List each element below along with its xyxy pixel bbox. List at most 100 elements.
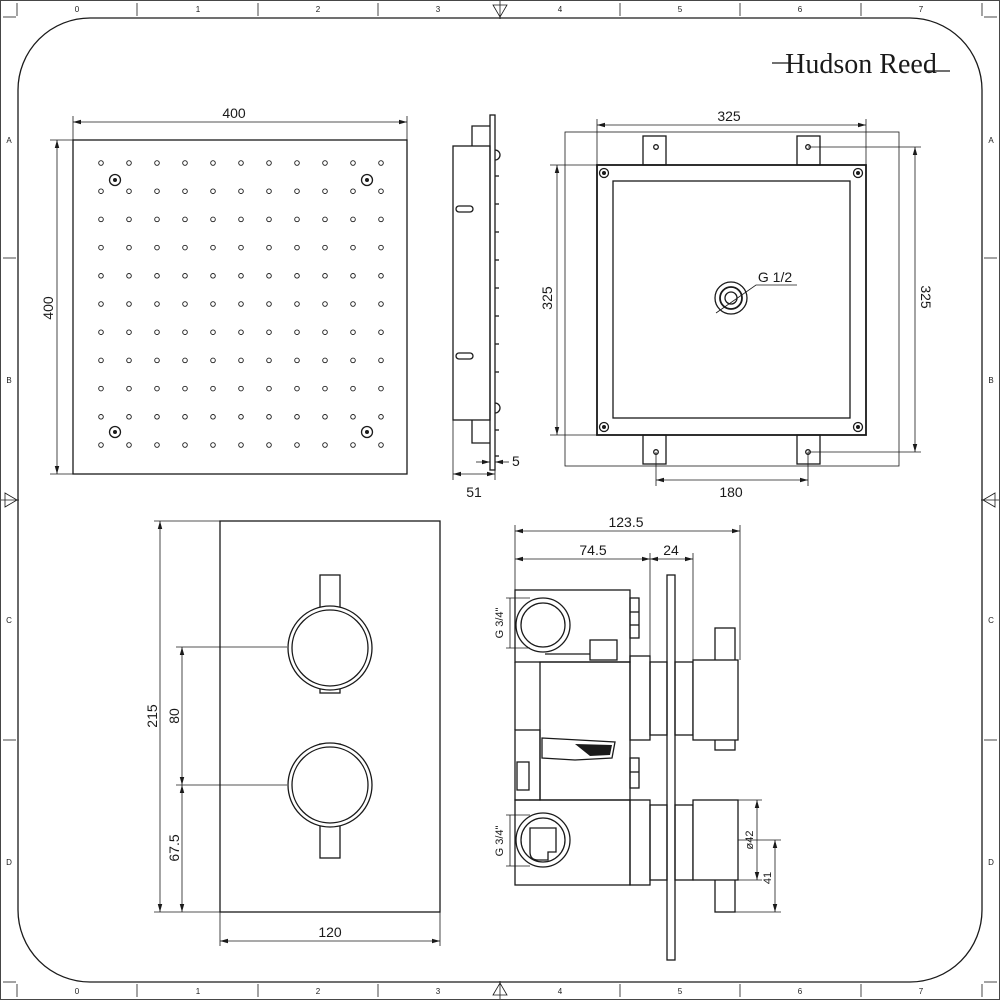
screw-icon bbox=[108, 425, 122, 439]
nozzle-dot bbox=[294, 357, 300, 364]
nozzle-dot bbox=[182, 273, 188, 279]
nozzle-dot bbox=[350, 160, 356, 166]
inlet-outer bbox=[515, 812, 571, 868]
inlet-label: G 1/2 bbox=[758, 269, 792, 285]
nozzle-dot bbox=[182, 160, 188, 166]
screw-icon bbox=[360, 425, 374, 439]
nozzle-dot bbox=[126, 273, 132, 279]
ruler-row-label: D bbox=[6, 858, 12, 867]
dimension-lower-inlet: G 3/4" bbox=[494, 814, 530, 867]
ruler-column-label: 4 bbox=[558, 987, 563, 996]
dimension-label: 325 bbox=[717, 108, 741, 124]
dimension-label: 24 bbox=[663, 542, 679, 558]
fitting-ring bbox=[719, 286, 743, 310]
dimension-label: 123.5 bbox=[608, 514, 643, 530]
nozzle-dot bbox=[182, 414, 188, 420]
screw-center bbox=[602, 425, 606, 429]
nozzle-dot bbox=[154, 160, 160, 166]
nozzle-dot bbox=[126, 329, 132, 335]
knob-body bbox=[692, 659, 739, 741]
nozzle-dot bbox=[126, 301, 132, 307]
leader-line bbox=[715, 284, 797, 314]
nozzle-dot bbox=[238, 160, 244, 166]
nozzle-dot bbox=[126, 357, 132, 364]
mounting-tab bbox=[642, 135, 667, 166]
dimension-label: 400 bbox=[222, 105, 246, 121]
lower-control-knob bbox=[287, 742, 373, 859]
cartridge-wedge bbox=[541, 737, 616, 761]
nozzle-dot bbox=[266, 442, 272, 448]
screw-icon bbox=[598, 167, 610, 179]
nozzle-dot bbox=[210, 244, 216, 251]
dimension-label: 5 bbox=[512, 453, 520, 469]
nozzle-dot bbox=[378, 188, 384, 194]
knob-outer bbox=[287, 742, 373, 828]
nozzle-dot bbox=[154, 385, 160, 392]
nozzle-dot bbox=[322, 385, 328, 392]
nozzle-dot bbox=[182, 188, 188, 194]
upper-control-knob bbox=[287, 574, 373, 694]
nozzle-dot bbox=[154, 216, 160, 223]
nozzle-dot bbox=[294, 273, 300, 279]
ruler-row-label: C bbox=[6, 616, 12, 625]
ruler-row-label: B bbox=[988, 376, 993, 385]
nozzle-dot bbox=[182, 442, 188, 448]
nozzle-dot bbox=[294, 244, 300, 251]
side-port bbox=[629, 597, 640, 639]
wall-plate-profile bbox=[666, 574, 676, 961]
nozzle-dot bbox=[350, 301, 356, 307]
dimension-body-depth: 74.5 bbox=[515, 542, 651, 656]
nozzle-dot bbox=[238, 301, 244, 307]
knob-outer bbox=[287, 605, 373, 691]
dimension-label: 180 bbox=[719, 484, 743, 500]
nozzle-dot bbox=[98, 329, 104, 335]
dimension-upper-inlet: G 3/4" bbox=[494, 597, 530, 649]
nozzle-dot bbox=[294, 301, 300, 307]
ruler-row-label: A bbox=[6, 136, 12, 145]
dimension-label: 80 bbox=[166, 708, 182, 724]
mounting-box-top-view: G 1/2 bbox=[564, 131, 900, 467]
dimension-label: 67.5 bbox=[166, 834, 182, 861]
nozzle-dot bbox=[350, 188, 356, 194]
nozzle-dot bbox=[154, 244, 160, 251]
screw-icon bbox=[598, 421, 610, 433]
valve-front-view bbox=[219, 520, 441, 913]
nozzle-dot bbox=[238, 329, 244, 335]
slot bbox=[455, 205, 474, 213]
nozzle-dot bbox=[154, 357, 160, 364]
nozzle-dot bbox=[350, 273, 356, 279]
spindle-sleeve bbox=[649, 661, 668, 736]
screw-icon bbox=[852, 421, 864, 433]
body-port bbox=[589, 639, 618, 661]
dimension-label: 215 bbox=[144, 704, 160, 728]
nozzle-dot bbox=[294, 216, 300, 223]
knob-inner bbox=[291, 746, 369, 824]
ruler-column-label: 2 bbox=[316, 987, 321, 996]
ruler-column-label: 2 bbox=[316, 5, 321, 14]
nozzle-dot bbox=[294, 329, 300, 335]
nozzle-dot bbox=[182, 385, 188, 392]
nozzle-dot bbox=[266, 414, 272, 420]
dimension-label: 325 bbox=[918, 285, 934, 309]
knob-body bbox=[692, 799, 739, 881]
upper-spindle bbox=[629, 627, 739, 751]
top-ruler: 0 1 2 3 4 5 6 7 bbox=[16, 1, 983, 19]
nozzle-dot bbox=[182, 357, 188, 364]
screw-icon bbox=[852, 167, 864, 179]
nozzle-dot bbox=[154, 301, 160, 307]
ruler-column-label: 3 bbox=[436, 987, 441, 996]
nozzle-dot bbox=[98, 160, 104, 166]
nozzle-dot bbox=[378, 216, 384, 223]
nozzle-dot bbox=[126, 160, 132, 166]
nozzle-dot bbox=[98, 385, 104, 392]
nozzle-dot bbox=[98, 301, 104, 307]
ruler-column-label: 1 bbox=[196, 987, 201, 996]
tab-hole bbox=[653, 144, 659, 150]
spindle-collar bbox=[629, 655, 651, 741]
inlet-inner bbox=[520, 602, 566, 648]
nozzle-dot bbox=[154, 273, 160, 279]
dimension-label: 120 bbox=[318, 924, 342, 940]
upper-inlet bbox=[515, 597, 571, 653]
screw-center bbox=[113, 178, 117, 182]
